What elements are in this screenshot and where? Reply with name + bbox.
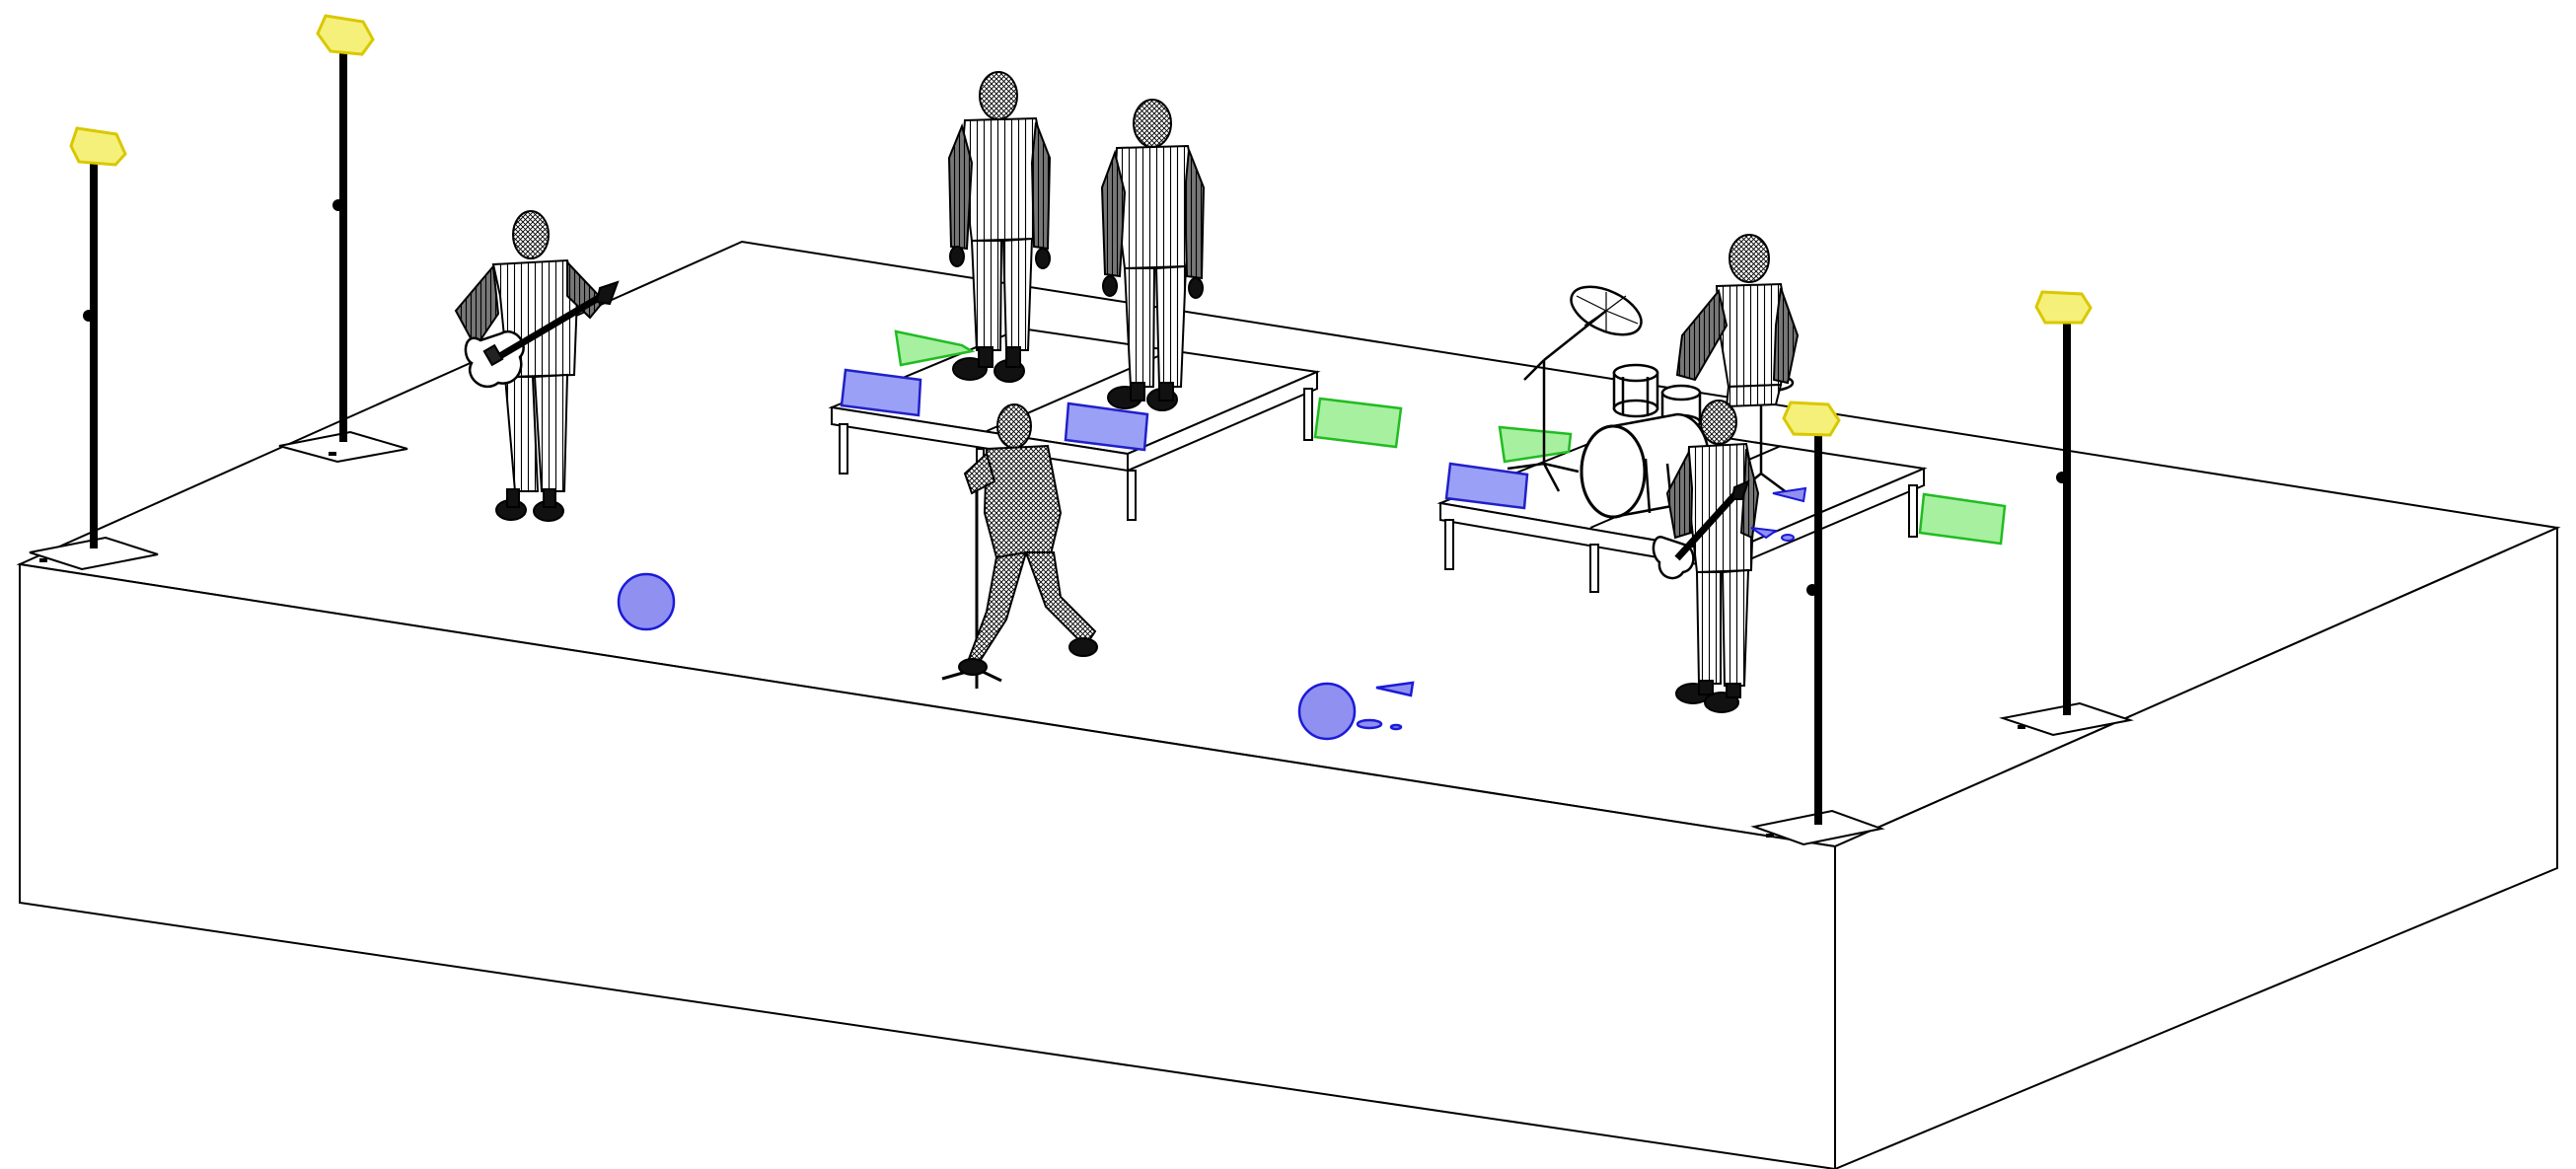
- light-head: [318, 16, 373, 54]
- light-head: [71, 128, 125, 165]
- light-head: [1784, 402, 1839, 435]
- tom-drum: [1614, 365, 1657, 416]
- drummer[interactable]: [1677, 235, 1798, 406]
- light-stand[interactable]: [30, 128, 158, 569]
- stage-marker[interactable]: [619, 574, 674, 629]
- light-head: [2036, 292, 2091, 323]
- light-stand[interactable]: [279, 16, 407, 462]
